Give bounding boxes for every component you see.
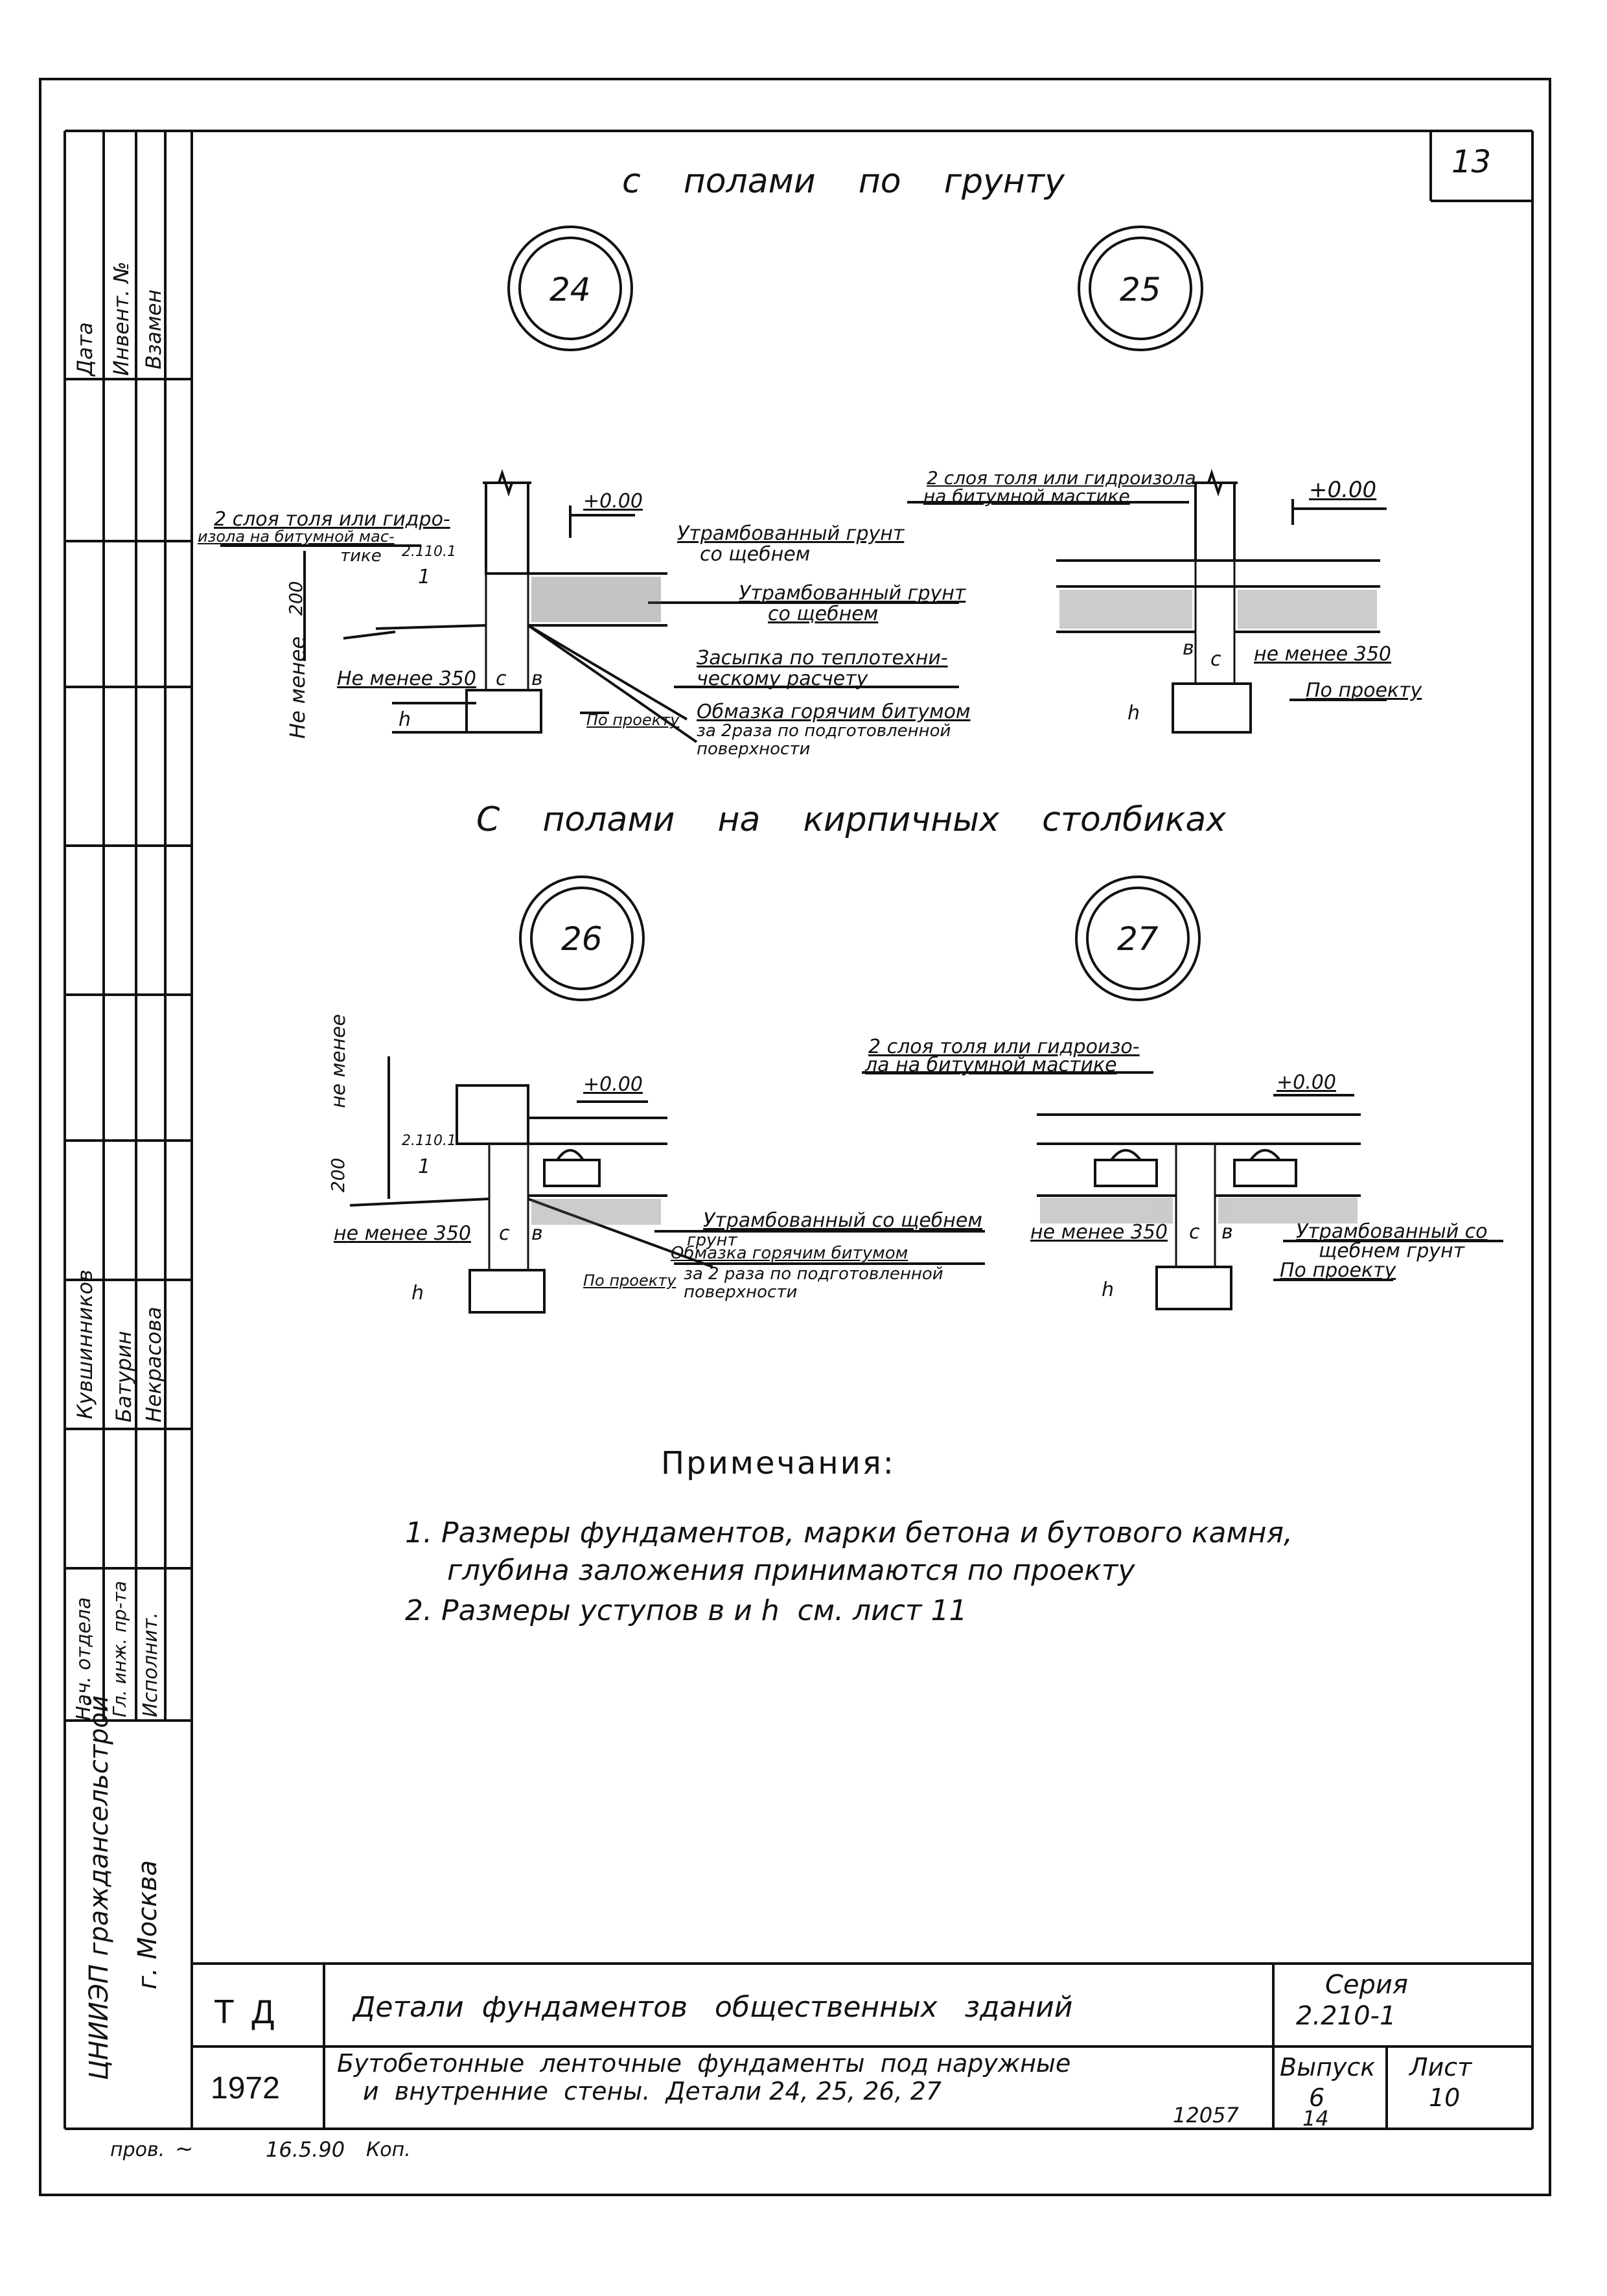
stamp-date: Дата [73, 322, 97, 376]
title-block-series: 2.210-1 [1296, 2001, 1396, 2031]
stamp-organization: ЦНИИЭП граждансельстрой [84, 1695, 114, 2080]
d24-ref-bottom: 1 [418, 566, 431, 588]
d24-not-less-350: Не менее 350 [337, 667, 476, 690]
d26-rammed-2: грунт [687, 1231, 737, 1250]
title-block-series-label: Серия [1325, 1970, 1408, 2000]
d24-by-project: По проекту [586, 711, 680, 729]
d24-level: +0.00 [583, 490, 643, 513]
detail-number-25: 25 [1120, 271, 1161, 308]
title-block-issue: 6 [1309, 2083, 1325, 2112]
d24-rammed-1: Утрамбованный грунт [677, 522, 905, 545]
notes-item-1-line-2: глубина заложения принимаются по проекту [447, 1554, 1135, 1587]
d27-note-1: 2 слоя толя или гидроизо- [868, 1036, 1140, 1058]
footer-checked-label: пров. [110, 2139, 165, 2161]
stamp-city: г. Москва [133, 1860, 163, 1989]
d26-rammed-1: Утрамбованный со щебнем [703, 1209, 982, 1232]
d26-ref-bottom: 1 [418, 1155, 431, 1178]
title-block-subtitle-1: Бутобетонные ленточные фундаменты под на… [337, 2049, 1071, 2078]
title-block-subtitle-2: и внутренние стены. Детали 24, 25, 26, 2… [363, 2077, 942, 2105]
d24-rammed-b-2: со щебнем [768, 603, 879, 625]
stamp-replace: Взамен [141, 289, 166, 369]
d24-backfill-1: Засыпка по теплотехни- [697, 647, 948, 669]
stamp-inventory-no: Инвент. № [109, 261, 133, 376]
d26-coating-2: за 2 раза по подготовленной [684, 1264, 943, 1284]
d25-level: +0.00 [1309, 477, 1377, 503]
d25-note-2: на битумной мастике [923, 485, 1130, 507]
stamp-name-kuvshinnikov: Кувшинников [73, 1270, 97, 1419]
footer-check-date: 16.5.90 [266, 2137, 345, 2162]
stamp-executor: Исполнит. [139, 1612, 162, 1717]
d26-dim-c: с [499, 1222, 510, 1245]
footer-copy-no: 14 [1302, 2106, 1329, 2131]
d24-rammed-b-1: Утрамбованный грунт [739, 582, 966, 605]
title-block-title: Детали фундаментов общественных зданий [353, 1991, 1073, 2024]
d26-level: +0.00 [583, 1073, 643, 1096]
d25-dim-b: в [1183, 637, 1194, 660]
d24-coating-3: поверхности [697, 739, 811, 759]
d25-by-project: По проекту [1306, 679, 1422, 702]
d26-not-less: не менее [327, 1014, 350, 1108]
d27-dim-b: в [1221, 1221, 1233, 1244]
d26-by-project: По проекту [583, 1271, 676, 1290]
footer-order-no: 12057 [1173, 2103, 1239, 2128]
title-block-issue-label: Выпуск [1280, 2053, 1376, 2081]
d26-dim-b: в [531, 1222, 543, 1245]
d24-dim-200: 200 [285, 581, 306, 616]
d24-rammed-2: со щебнем [700, 543, 811, 566]
d26-ref-top: 2.110.1 [402, 1133, 456, 1149]
stamp-name-nekrasova: Некрасова [141, 1306, 166, 1422]
d24-coating-1: Обмазка горячим битумом [697, 701, 971, 723]
d24-ref-top: 2.110.1 [402, 544, 456, 560]
d24-backfill-2: ческому расчету [697, 667, 868, 690]
detail-number-27: 27 [1117, 920, 1159, 958]
notes-item-2: 2. Размеры уступов в и h см. лист 11 [405, 1594, 967, 1627]
d27-not-less-350: не менее 350 [1030, 1221, 1168, 1244]
page-number: 13 [1451, 144, 1492, 180]
d24-dim-c: с [496, 667, 507, 690]
title-block-year: 1972 [211, 2071, 280, 2105]
footer-check-signature: ~ [175, 2136, 194, 2162]
d27-by-project: По проекту [1280, 1259, 1396, 1282]
d26-coating-3: поверхности [684, 1282, 798, 1302]
d27-level: +0.00 [1277, 1071, 1336, 1094]
d25-note-1: 2 слоя толя или гидроизола [927, 467, 1196, 489]
d25-not-less-350: не менее 350 [1254, 643, 1392, 666]
d27-note-2: ла на битумной мастике [865, 1054, 1117, 1076]
d25-dim-c: с [1210, 648, 1221, 671]
notes-title: Примечания: [661, 1445, 896, 1481]
detail-number-26: 26 [561, 920, 603, 958]
d24-not-less: Не менее [285, 636, 310, 739]
d24-layers-note-1: 2 слоя толя или гидро- [214, 508, 450, 531]
stamp-name-baturin: Батурин [111, 1330, 136, 1422]
footer-copy-label: Коп. [366, 2139, 411, 2161]
detail-number-24: 24 [549, 271, 591, 308]
d27-dim-c: с [1189, 1221, 1200, 1244]
d26-coating-1: Обмазка горячим битумом [671, 1244, 908, 1263]
d27-rammed-1: Утрамбованный со [1296, 1220, 1488, 1243]
d24-dim-h: h [399, 708, 411, 731]
d25-dim-h: h [1127, 702, 1140, 725]
d26-dim-200: 200 [327, 1157, 349, 1192]
d27-rammed-2: щебнем грунт [1319, 1240, 1465, 1262]
title-block-td: Т Д [214, 1993, 279, 2031]
d24-layers-note-2: изола на битумной мас- [198, 528, 395, 546]
d26-dim-h: h [411, 1282, 424, 1305]
d24-layers-note-3: тике [340, 546, 382, 566]
d26-not-less-350: не менее 350 [334, 1222, 472, 1245]
heading-floors-on-brick-posts: С полами на кирпичных столбиках [476, 800, 1226, 839]
heading-floors-on-ground: с полами по грунту [622, 162, 1065, 201]
d27-dim-h: h [1102, 1279, 1115, 1301]
title-block-sheet-label: Лист [1409, 2053, 1472, 2081]
notes-item-1-line-1: 1. Размеры фундаментов, марки бетона и б… [405, 1516, 1293, 1549]
title-block-sheet: 10 [1429, 2083, 1461, 2112]
d24-coating-2: за 2раза по подготовленной [697, 721, 951, 741]
d24-dim-b: в [531, 667, 543, 690]
